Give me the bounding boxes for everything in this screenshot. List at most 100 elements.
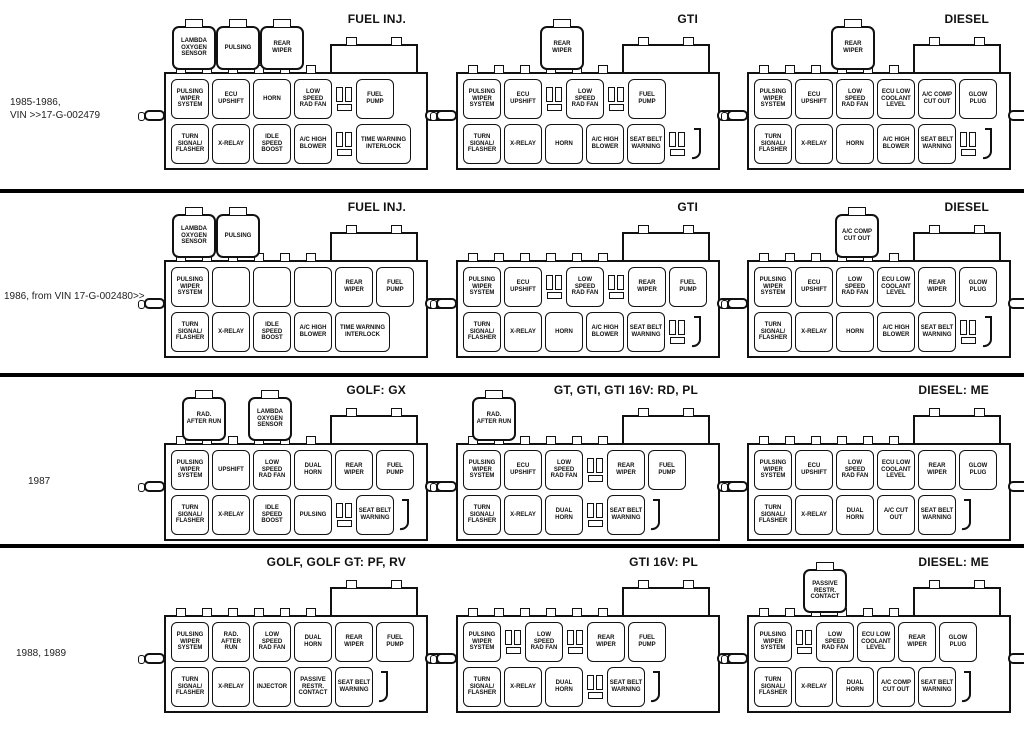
cover-box bbox=[913, 37, 1001, 74]
relay-label: REAR WIPER bbox=[927, 280, 947, 293]
connector-tab-icon bbox=[759, 65, 769, 73]
left-connector-icon bbox=[138, 481, 165, 492]
relay-label: RAD. AFTER RUN bbox=[221, 632, 241, 652]
relay-cell: TIME WARNING INTERLOCK bbox=[356, 124, 411, 164]
relay-label: INJECTOR bbox=[256, 683, 288, 690]
left-connector-icon bbox=[721, 481, 748, 492]
terminal-pins-icon bbox=[668, 312, 686, 352]
relay-label: PULSING WIPER SYSTEM bbox=[176, 89, 204, 109]
relay-label: TURN SIGNAL/ FLASHER bbox=[758, 322, 788, 342]
cover-box bbox=[913, 225, 1001, 262]
relay-label: X-RELAY bbox=[801, 683, 827, 690]
relay-cell: X-RELAY bbox=[795, 124, 833, 164]
connector-tab-icon bbox=[572, 608, 582, 616]
relay-cell: LOW SPEED RAD FAN bbox=[294, 79, 332, 119]
relay-cell: LOW SPEED RAD FAN bbox=[566, 267, 604, 307]
terminal-pins-icon bbox=[607, 79, 625, 119]
relay-label: LOW SPEED RAD FAN bbox=[571, 89, 599, 109]
relay-cell: TIME WARNING INTERLOCK bbox=[335, 312, 390, 352]
relay-label: SEAT BELT WARNING bbox=[609, 680, 643, 693]
relay-label: X-RELAY bbox=[218, 511, 244, 518]
relay-cell: FUEL PUMP bbox=[669, 267, 707, 307]
relay-cell: UPSHIFT bbox=[212, 450, 250, 490]
terminal-pins-icon bbox=[795, 622, 813, 662]
cover-box bbox=[622, 37, 710, 74]
relay-cell: A/C HIGH BLOWER bbox=[294, 312, 332, 352]
terminal-pins-icon bbox=[545, 79, 563, 119]
connector-tab-icon bbox=[598, 608, 608, 616]
relay-cell: ECU UPSHIFT bbox=[795, 79, 833, 119]
relay-cell: SEAT BELT WARNING bbox=[627, 124, 665, 164]
relay-cell: TURN SIGNAL/ FLASHER bbox=[171, 495, 209, 535]
relay-cell: A/C HIGH BLOWER bbox=[586, 124, 624, 164]
relay-label: REAR WIPER bbox=[344, 280, 364, 293]
relay-label: X-RELAY bbox=[510, 511, 536, 518]
cover-box bbox=[330, 225, 418, 262]
cover-box bbox=[330, 408, 418, 445]
terminal-pins-icon bbox=[586, 667, 604, 707]
relay-label: TURN SIGNAL/ FLASHER bbox=[467, 134, 497, 154]
relay-label: X-RELAY bbox=[801, 328, 827, 335]
relay-label: X-RELAY bbox=[510, 328, 536, 335]
connector-tab-icon bbox=[468, 608, 478, 616]
relay-label: FUEL PUMP bbox=[638, 92, 656, 105]
relay-label: PULSING WIPER SYSTEM bbox=[468, 632, 496, 652]
relay-label: PULSING WIPER SYSTEM bbox=[468, 460, 496, 480]
relay-cell: A/C COMP CUT OUT bbox=[918, 79, 956, 119]
relay-label: FUEL PUMP bbox=[386, 463, 404, 476]
relay-label: X-RELAY bbox=[510, 140, 536, 147]
relay-cell: ECU UPSHIFT bbox=[795, 450, 833, 490]
relay-cell: REAR WIPER bbox=[335, 450, 373, 490]
right-connector-icon bbox=[1008, 298, 1024, 309]
relay-cell: REAR WIPER bbox=[587, 622, 625, 662]
relay-label: TURN SIGNAL/ FLASHER bbox=[467, 322, 497, 342]
relay-label: HORN bbox=[846, 328, 864, 335]
relay-label: SEAT BELT WARNING bbox=[609, 508, 643, 521]
relay-cell: FUEL PUMP bbox=[376, 267, 414, 307]
relay-cell: LOW SPEED RAD FAN bbox=[253, 622, 291, 662]
cover-box bbox=[622, 225, 710, 262]
relay-cell: PULSING bbox=[294, 495, 332, 535]
relay-label: REAR WIPER bbox=[616, 463, 636, 476]
relay-cell: GLOW PLUG bbox=[959, 450, 997, 490]
relay-cell: REAR WIPER bbox=[607, 450, 645, 490]
cover-box bbox=[622, 580, 710, 617]
relay-label: GLOW PLUG bbox=[968, 463, 988, 476]
relay-cell: FUEL PUMP bbox=[376, 450, 414, 490]
relay-label: PULSING WIPER SYSTEM bbox=[176, 460, 204, 480]
relay-cell: FUEL PUMP bbox=[628, 79, 666, 119]
relay-cell: DUAL HORN bbox=[836, 667, 874, 707]
relay-cell: HORN bbox=[836, 312, 874, 352]
connector-tab-icon bbox=[785, 608, 795, 616]
connector-tab-icon bbox=[546, 253, 556, 261]
left-connector-icon bbox=[430, 298, 457, 309]
relay-cell: PULSING WIPER SYSTEM bbox=[171, 267, 209, 307]
relay-cell: TURN SIGNAL/ FLASHER bbox=[754, 667, 792, 707]
strap-hook-icon bbox=[959, 495, 974, 535]
relay-cell: SEAT BELT WARNING bbox=[918, 667, 956, 707]
connector-tab-icon bbox=[889, 436, 899, 444]
relay-label: LOW SPEED RAD FAN bbox=[299, 89, 327, 109]
relay-cell: ECU LOW COOLANT LEVEL bbox=[877, 79, 915, 119]
year-label: 1986, from VIN 17-G-002480>> bbox=[4, 291, 145, 302]
relay-label: TURN SIGNAL/ FLASHER bbox=[758, 134, 788, 154]
relay-label: ECU UPSHIFT bbox=[801, 463, 827, 476]
relay-cell: ECU UPSHIFT bbox=[212, 79, 250, 119]
connector-tab-icon bbox=[254, 608, 264, 616]
relay-cell: GLOW PLUG bbox=[959, 79, 997, 119]
top-relay: A/C COMP CUT OUT bbox=[835, 214, 879, 258]
relay-cell: TURN SIGNAL/ FLASHER bbox=[463, 124, 501, 164]
relay-label: ECU LOW COOLANT LEVEL bbox=[881, 460, 911, 480]
relay-cell: SEAT BELT WARNING bbox=[627, 312, 665, 352]
